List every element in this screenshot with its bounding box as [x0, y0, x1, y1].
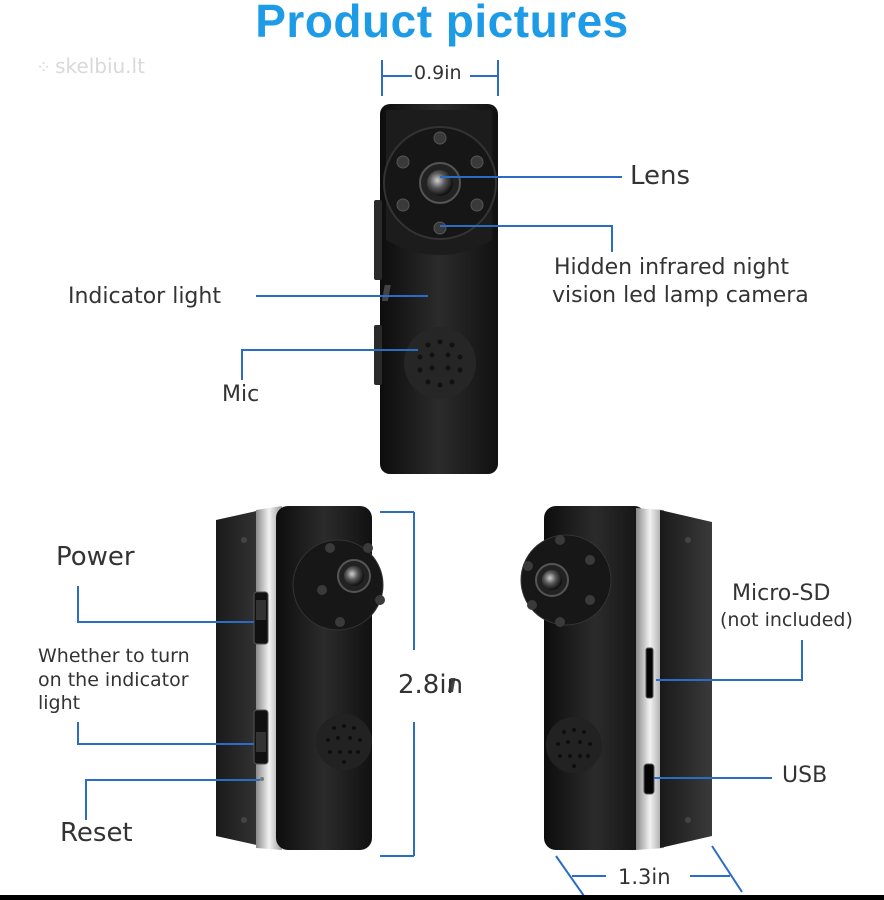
width-dimension-line	[381, 60, 499, 96]
usb-label: USB	[782, 763, 828, 788]
bottom-border	[0, 895, 884, 900]
toggle-indicator-label-line3: light	[38, 692, 81, 714]
microsd-label: Micro-SD	[732, 581, 831, 606]
dots-icon: ⁘	[36, 57, 52, 78]
device-front-view	[374, 104, 498, 474]
reset-label: Reset	[60, 818, 133, 848]
height-dimension: 2.8in	[398, 670, 464, 700]
power-label: Power	[56, 542, 135, 572]
leader-lines-front	[241, 176, 622, 380]
depth-dimension: 1.3in	[618, 865, 671, 889]
depth-dimension-line	[555, 845, 743, 897]
height-dimension-line	[380, 511, 415, 857]
lens-label: Lens	[630, 161, 691, 191]
mic-label: Mic	[222, 382, 260, 407]
indicator-light-label: Indicator light	[68, 284, 221, 309]
device-left-side-view	[216, 506, 385, 850]
device-right-side-view	[447, 506, 712, 850]
toggle-indicator-label-line1: Whether to turn	[38, 645, 190, 667]
width-dimension: 0.9in	[414, 62, 462, 84]
infrared-label-line2: vision led lamp camera	[552, 283, 809, 308]
page-title: Product pictures	[255, 0, 629, 47]
toggle-indicator-label-line2: on the indicator	[38, 669, 189, 691]
watermark: ⁘skelbiu.lt	[36, 54, 145, 78]
not-included-label: (not included)	[720, 609, 853, 631]
infrared-label-line1: Hidden infrared night	[554, 255, 790, 280]
leader-lines-right	[654, 640, 803, 779]
leader-lines-left	[77, 586, 260, 820]
watermark-text: skelbiu.lt	[55, 54, 145, 78]
